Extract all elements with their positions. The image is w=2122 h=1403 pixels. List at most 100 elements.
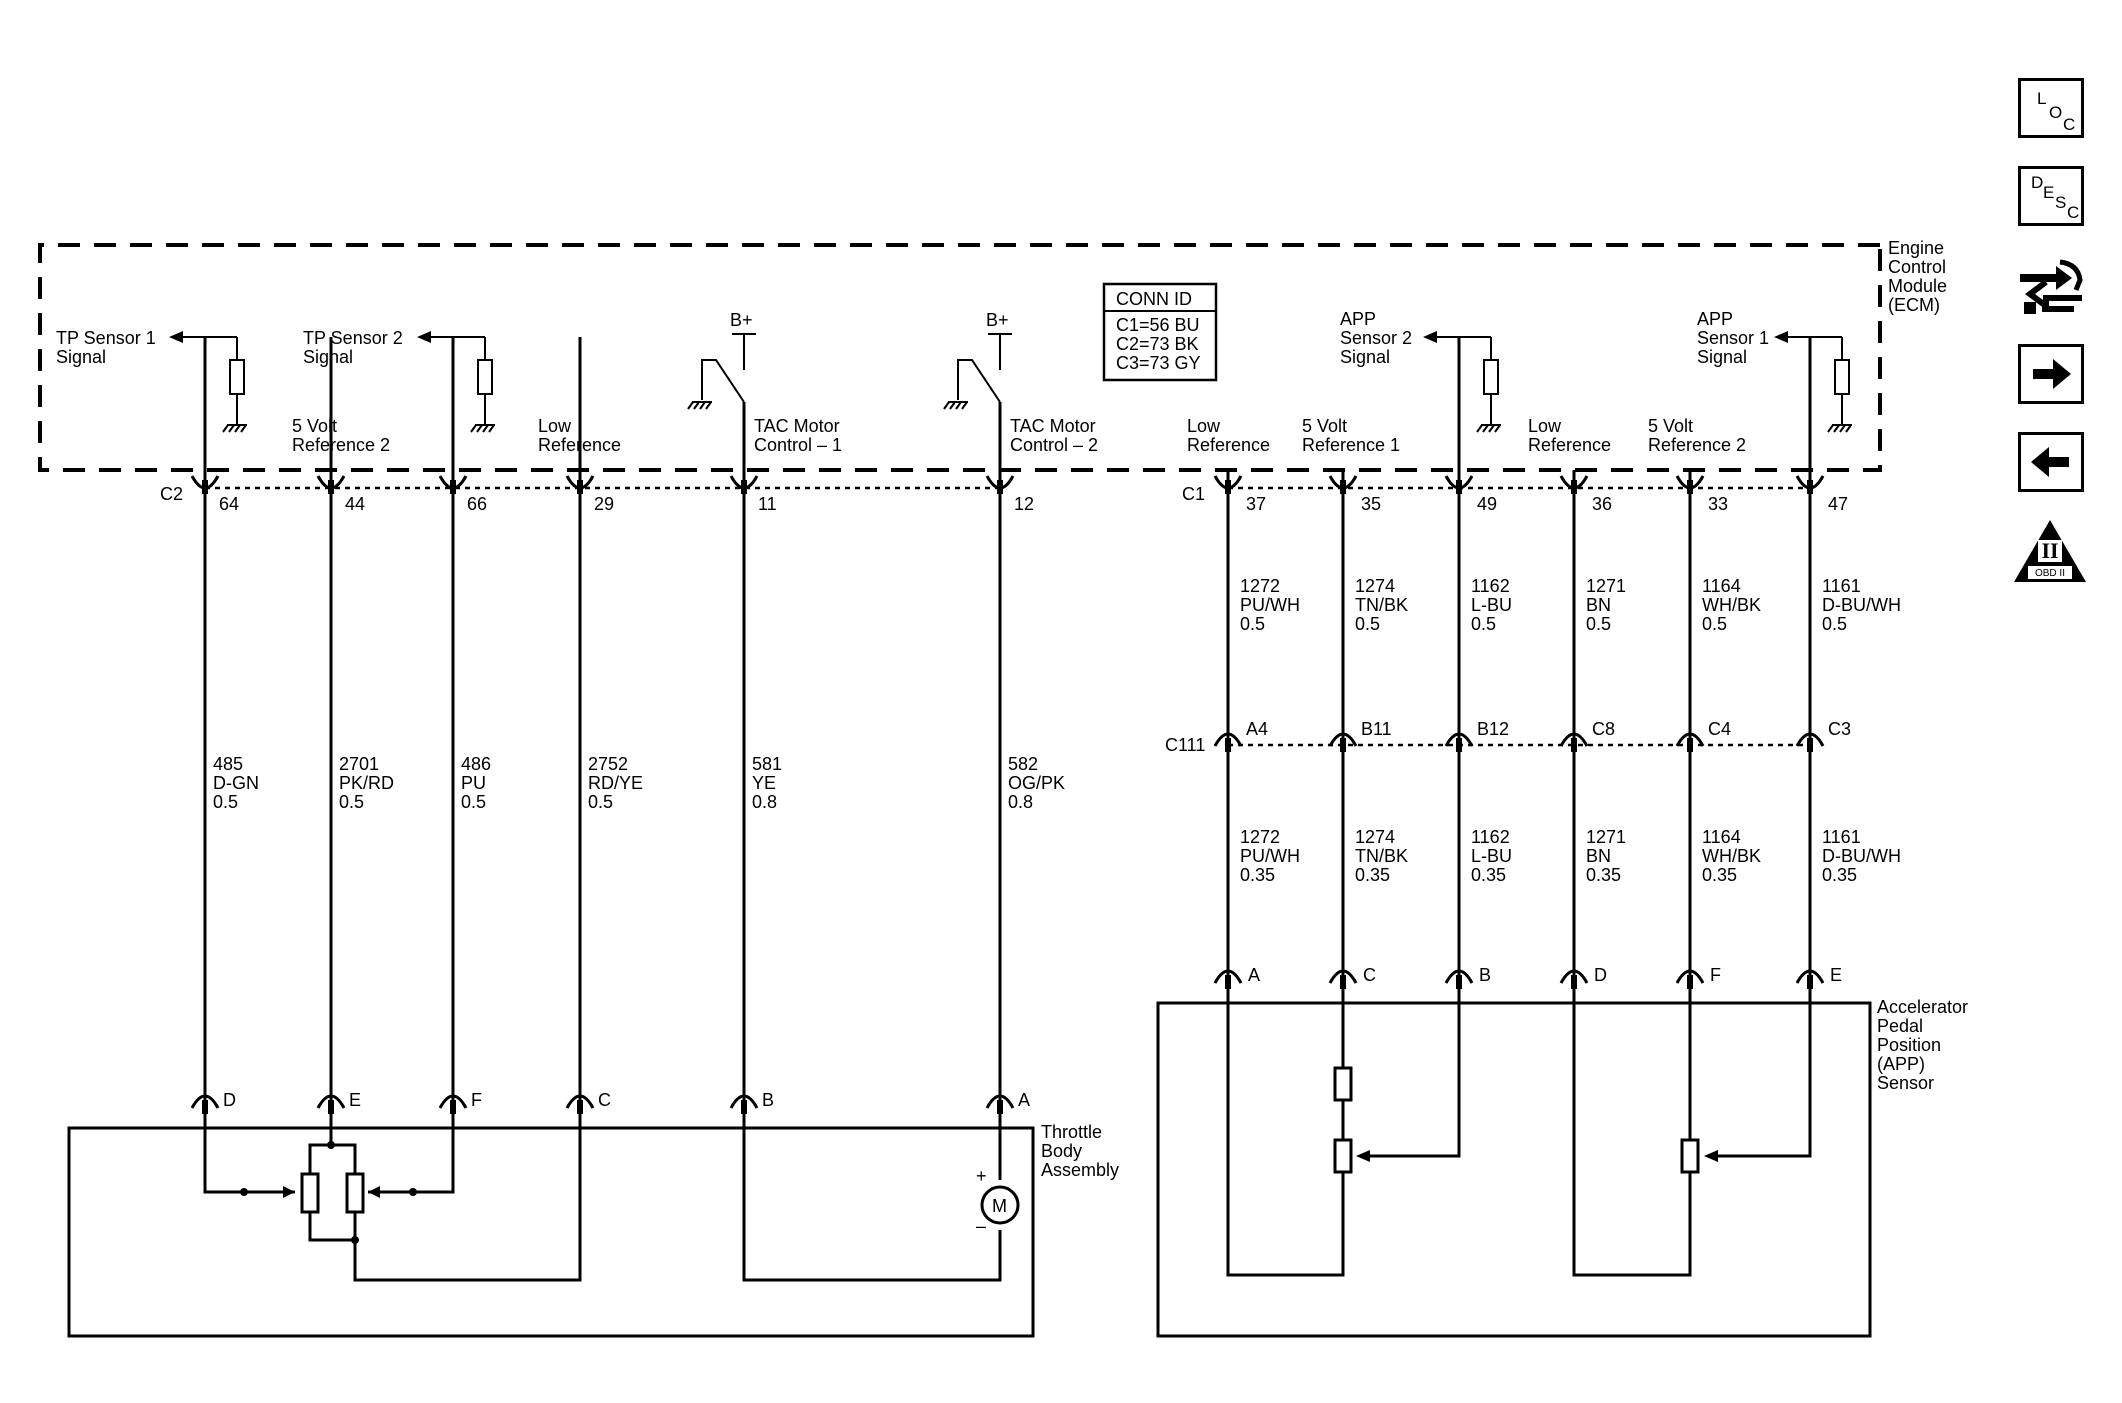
wire-spec-lower: 1164: [1702, 827, 1741, 847]
connector-pin-symbol: [190, 475, 220, 494]
wire-spec: OG/PK: [1008, 773, 1065, 793]
throttle-body-label-line: Throttle: [1041, 1122, 1102, 1142]
svg-text:II: II: [2041, 538, 2058, 563]
wire-spec: 486: [461, 754, 491, 774]
circuit-function: Control – 2: [1010, 435, 1098, 455]
component-pin: C: [1363, 965, 1376, 985]
conn-id-row: C1=56 BU: [1116, 315, 1200, 335]
app-sensor-box: [1156, 1001, 1872, 1338]
connector-pin-symbol: [190, 1094, 220, 1114]
throttle-body-box: [67, 1126, 1035, 1338]
connector-pin-symbol: [1213, 732, 1243, 752]
connector-pin-symbol: [985, 475, 1015, 494]
connector-pin-symbol: [1328, 732, 1358, 752]
wire-spec-lower: 1272: [1240, 827, 1280, 847]
motor-plus: +: [976, 1166, 987, 1186]
app-signal-label: Sensor 1: [1697, 328, 1769, 348]
wire-spec-lower: 0.35: [1355, 865, 1390, 885]
wire-spec-upper: 1274: [1355, 576, 1395, 596]
circuit-function: Low: [1528, 416, 1562, 436]
bplus-label: B+: [986, 310, 1009, 330]
internal-circuitry: M+–: [203, 980, 1812, 1282]
app-signal-label: APP: [1340, 309, 1376, 329]
app-sensor-label-line: Accelerator: [1877, 997, 1968, 1017]
connector-pin-symbol: [1559, 475, 1589, 494]
circuit-function: TAC Motor: [754, 416, 840, 436]
loc-letter-c: C: [2063, 115, 2076, 134]
ecm-label-line: (ECM): [1888, 295, 1940, 315]
circuit-function: 5 Volt: [292, 416, 337, 436]
ecm-boundary: [38, 243, 1882, 472]
circuit-function: Reference: [538, 435, 621, 455]
wire-spec-lower: D-BU/WH: [1822, 846, 1901, 866]
circuit-function: Reference: [1187, 435, 1270, 455]
wire-spec-lower: WH/BK: [1702, 846, 1761, 866]
desc-letter-d: D: [2031, 173, 2044, 192]
wire-spec-lower: 1161: [1822, 827, 1861, 847]
wire-spec-lower: 0.35: [1471, 865, 1506, 885]
connector-pin-symbol: [1444, 732, 1474, 752]
component-pin: C: [598, 1090, 611, 1110]
wire-spec-lower: 0.35: [1586, 865, 1621, 885]
wire-spec: 2701: [339, 754, 379, 774]
connector-pin-symbol: [1559, 732, 1589, 752]
loc-letter-l: L: [2037, 89, 2047, 108]
circuit-function: 5 Volt: [1302, 416, 1347, 436]
wire-spec: PK/RD: [339, 773, 394, 793]
inline-pin: C3: [1828, 719, 1851, 739]
app-sensor-label-line: Pedal: [1877, 1016, 1923, 1036]
next-button[interactable]: [2018, 344, 2084, 404]
connector-pin-symbol: [729, 1094, 759, 1114]
ground-symbol: [1827, 424, 1852, 433]
component-pin: E: [1830, 965, 1842, 985]
desc-letter-e: E: [2043, 183, 2055, 202]
arrow-right-icon: [2033, 359, 2071, 389]
ecm-pin-number: 12: [1014, 494, 1034, 514]
component-pin: B: [1479, 965, 1491, 985]
ecm-pin-number: 11: [758, 494, 777, 514]
tac-motor-driver: B+: [943, 310, 1012, 410]
conn-id-row: C3=73 GY: [1116, 353, 1201, 373]
app-signal-label: Sensor 2: [1340, 328, 1412, 348]
circuit-function: Reference 2: [1648, 435, 1746, 455]
tp-signal-label: Signal: [56, 347, 106, 367]
connector-pin-symbol: [438, 1094, 468, 1114]
component-pin: E: [349, 1090, 361, 1110]
loc-button[interactable]: L O C: [2018, 78, 2084, 138]
desc-button[interactable]: D E S C: [2018, 166, 2084, 226]
ecm-label-line: Control: [1888, 257, 1946, 277]
desc-letter-c: C: [2067, 203, 2080, 222]
loc-letter-o: O: [2049, 103, 2063, 122]
wire-spec: 0.5: [213, 792, 238, 812]
wire-spec-upper: 1161: [1822, 576, 1861, 596]
c2-label: C2: [160, 484, 183, 504]
wire-spec: 581: [752, 754, 782, 774]
connector-pin-symbol: [1795, 475, 1825, 494]
component-pin: D: [223, 1090, 236, 1110]
ecm-pin-number: 36: [1592, 494, 1612, 514]
wire-spec: YE: [752, 773, 776, 793]
obd-ii-button[interactable]: II OBD II: [2012, 518, 2088, 584]
app-signal-label: Signal: [1697, 347, 1747, 367]
connector-pin-symbol: [1444, 475, 1474, 494]
wire-spec-lower: 1162: [1471, 827, 1510, 847]
wire-spec: PU: [461, 773, 486, 793]
ecm-pin-number: 44: [345, 494, 365, 514]
connector-pin-symbol: [985, 1094, 1015, 1114]
back-button[interactable]: [2018, 432, 2084, 492]
connector-icon[interactable]: [2016, 250, 2086, 322]
connector-pin-symbol: [565, 475, 595, 494]
arrow-left-icon: [2031, 447, 2069, 477]
motor-label: M: [992, 1196, 1007, 1216]
